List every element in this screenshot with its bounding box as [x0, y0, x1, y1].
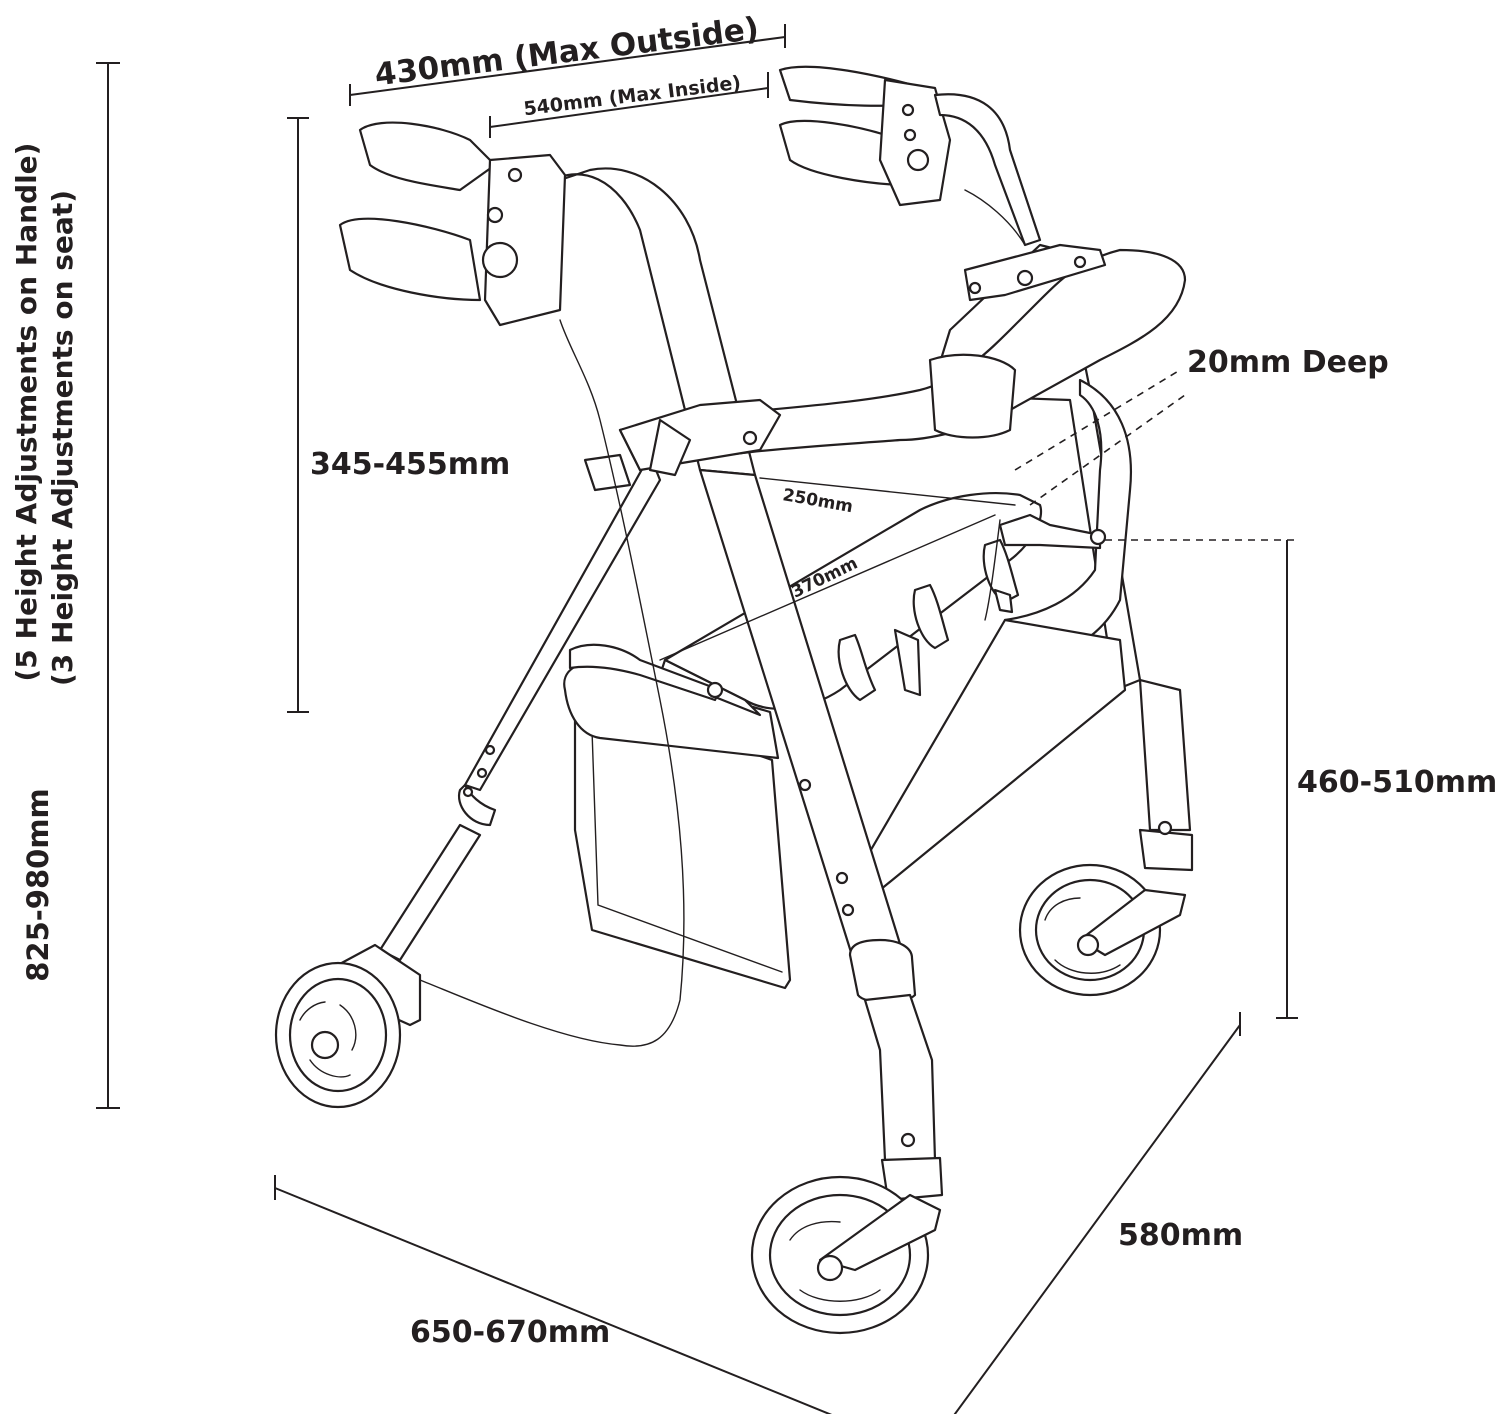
front-right-wheel [750, 1175, 942, 1335]
brake-cables [419, 189, 1026, 1047]
rear-right-wheel [1018, 863, 1187, 997]
rollator-illustration [274, 65, 1194, 1335]
handlebars [338, 65, 1042, 327]
front-left-wheel [274, 943, 422, 1109]
front-frame-tube [543, 167, 944, 1202]
handle-adjustments-label: (5 Height Adjustments on Handle) [10, 143, 43, 682]
overall-height-label: 825-980mm [21, 788, 55, 982]
seat-width-label: 250mm [781, 485, 854, 517]
backrest [583, 243, 1187, 492]
right-leg [1138, 678, 1194, 872]
handle-range-label: 345-455mm [310, 447, 510, 482]
dimension-lines [96, 24, 1298, 1414]
seat-height-label: 460-510mm [1297, 765, 1497, 800]
max-inside-label: 540mm (Max Inside) [522, 72, 742, 120]
width-label: 580mm [1118, 1218, 1243, 1253]
basket-bag [563, 660, 792, 990]
depth-label: 20mm Deep [1187, 345, 1389, 380]
seat-adjustments-label: (3 Height Adjustments on seat) [46, 190, 79, 686]
length-label: 650-670mm [410, 1315, 610, 1350]
